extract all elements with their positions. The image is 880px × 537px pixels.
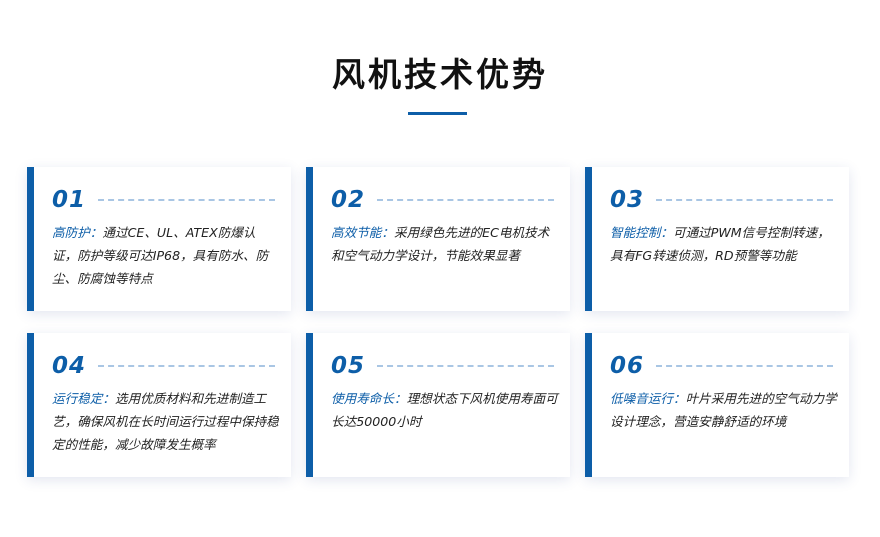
card-text: 采用绿色先进的EC电机技术和空气动力学设计，节能效果显著 xyxy=(331,225,550,263)
card-label: 高防护： xyxy=(52,225,103,240)
advantage-card-04: 04 运行稳定：选用优质材料和先进制造工艺，确保风机在长时间运行过程中保持稳定的… xyxy=(27,333,291,477)
card-header: 06 xyxy=(610,353,837,379)
title-underline xyxy=(408,112,467,115)
card-header: 01 xyxy=(52,187,279,213)
advantages-grid: 01 高防护：通过CE、UL、ATEX防爆认证，防护等级可达IP68，具有防水、… xyxy=(27,167,849,477)
dashed-divider xyxy=(377,365,554,367)
card-number: 02 xyxy=(331,187,366,213)
card-label: 使用寿命长： xyxy=(331,391,407,406)
card-number: 01 xyxy=(52,187,87,213)
card-label: 运行稳定： xyxy=(52,391,115,406)
card-header: 04 xyxy=(52,353,279,379)
card-description: 智能控制：可通过PWM信号控制转速，具有FG转速侦测，RD预警等功能 xyxy=(610,221,837,267)
advantage-card-01: 01 高防护：通过CE、UL、ATEX防爆认证，防护等级可达IP68，具有防水、… xyxy=(27,167,291,311)
card-number: 04 xyxy=(52,353,87,379)
card-text: 叶片采用先进的空气动力学设计理念，营造安静舒适的环境 xyxy=(610,391,837,429)
advantage-card-05: 05 使用寿命长：理想状态下风机使用寿面可长达50000小时 xyxy=(306,333,570,477)
card-description: 运行稳定：选用优质材料和先进制造工艺，确保风机在长时间运行过程中保持稳定的性能，… xyxy=(52,387,279,456)
card-label: 低噪音运行： xyxy=(610,391,686,406)
page-title: 风机技术优势 xyxy=(332,55,548,94)
card-text: 理想状态下风机使用寿面可长达50000小时 xyxy=(331,391,558,429)
card-text: 可通过PWM信号控制转速，具有FG转速侦测，RD预警等功能 xyxy=(610,225,830,263)
card-header: 05 xyxy=(331,353,558,379)
card-description: 高效节能：采用绿色先进的EC电机技术和空气动力学设计，节能效果显著 xyxy=(331,221,558,267)
card-number: 03 xyxy=(610,187,645,213)
advantage-card-02: 02 高效节能：采用绿色先进的EC电机技术和空气动力学设计，节能效果显著 xyxy=(306,167,570,311)
card-text: 选用优质材料和先进制造工艺，确保风机在长时间运行过程中保持稳定的性能，减少故障发… xyxy=(52,391,279,452)
card-text: 通过CE、UL、ATEX防爆认证，防护等级可达IP68，具有防水、防尘、防腐蚀等… xyxy=(52,225,269,286)
card-number: 06 xyxy=(610,353,645,379)
dashed-divider xyxy=(656,365,833,367)
card-header: 02 xyxy=(331,187,558,213)
card-label: 智能控制： xyxy=(610,225,673,240)
card-label: 高效节能： xyxy=(331,225,394,240)
dashed-divider xyxy=(98,199,275,201)
dashed-divider xyxy=(98,365,275,367)
card-description: 使用寿命长：理想状态下风机使用寿面可长达50000小时 xyxy=(331,387,558,433)
advantage-card-06: 06 低噪音运行：叶片采用先进的空气动力学设计理念，营造安静舒适的环境 xyxy=(585,333,849,477)
card-description: 低噪音运行：叶片采用先进的空气动力学设计理念，营造安静舒适的环境 xyxy=(610,387,837,433)
card-description: 高防护：通过CE、UL、ATEX防爆认证，防护等级可达IP68，具有防水、防尘、… xyxy=(52,221,279,290)
dashed-divider xyxy=(377,199,554,201)
dashed-divider xyxy=(656,199,833,201)
advantage-card-03: 03 智能控制：可通过PWM信号控制转速，具有FG转速侦测，RD预警等功能 xyxy=(585,167,849,311)
card-number: 05 xyxy=(331,353,366,379)
card-header: 03 xyxy=(610,187,837,213)
